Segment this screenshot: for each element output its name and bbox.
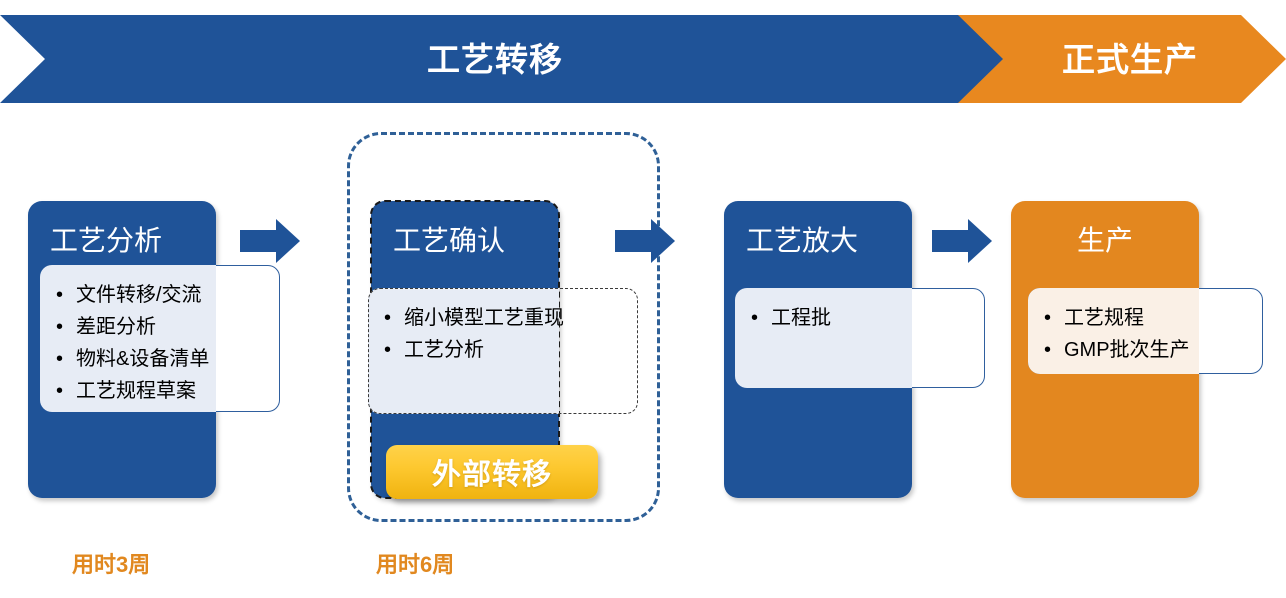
bullet-box-production: 工艺规程 GMP批次生产 [1028,288,1263,374]
list-item: 工程批 [751,302,985,334]
banner-chevron-formal-production: 正式生产 [958,15,1286,103]
external-transfer-badge-label: 外部转移 [431,459,552,491]
arrow-shaft [932,230,972,252]
arrow-head [276,219,300,263]
bullet-list-production: 工艺规程 GMP批次生产 [1028,288,1263,366]
bullet-list-process-confirmation: 缩小模型工艺重现 工艺分析 [368,288,638,366]
duration-label-process-analysis: 用时3周 [72,552,151,577]
list-item: GMP批次生产 [1044,334,1263,366]
list-item: 工艺规程草案 [56,375,280,407]
arrow-shaft [615,230,655,252]
arrow-shaft [240,230,280,252]
stage-title-production: 生产 [1076,225,1133,256]
list-item: 缩小模型工艺重现 [384,302,638,334]
list-item: 差距分析 [56,311,280,343]
duration-label-process-confirmation: 用时6周 [376,552,455,577]
stage-title-process-analysis: 工艺分析 [50,225,163,256]
arrow-confirmation-to-scaleup [615,219,675,263]
arrow-analysis-to-confirmation [240,219,300,263]
bullet-box-process-scaleup: 工程批 [735,288,985,388]
list-item: 工艺规程 [1044,302,1263,334]
list-item: 工艺分析 [384,334,638,366]
arrow-head [651,219,675,263]
bullet-list-process-analysis: 文件转移/交流 差距分析 物料&设备清单 工艺规程草案 [40,265,280,407]
arrow-scaleup-to-production [932,219,992,263]
bullet-list-process-scaleup: 工程批 [735,288,985,334]
list-item: 物料&设备清单 [56,343,280,375]
banner-label-process-transfer: 工艺转移 [427,40,563,78]
banner-label-formal-production: 正式生产 [1062,40,1198,78]
bullet-box-process-confirmation: 缩小模型工艺重现 工艺分析 [368,288,638,414]
phase-banner: 工艺转移 正式生产 [0,15,1286,103]
bullet-box-process-analysis: 文件转移/交流 差距分析 物料&设备清单 工艺规程草案 [40,265,280,412]
external-transfer-badge[interactable]: 外部转移 [386,445,598,499]
list-item: 文件转移/交流 [56,279,280,311]
banner-chevron-process-transfer: 工艺转移 [0,15,1030,103]
stage-title-process-scaleup: 工艺放大 [746,225,859,256]
external-transfer-group-outline [347,132,660,522]
arrow-head [968,219,992,263]
stage-title-process-confirmation: 工艺确认 [393,225,506,256]
